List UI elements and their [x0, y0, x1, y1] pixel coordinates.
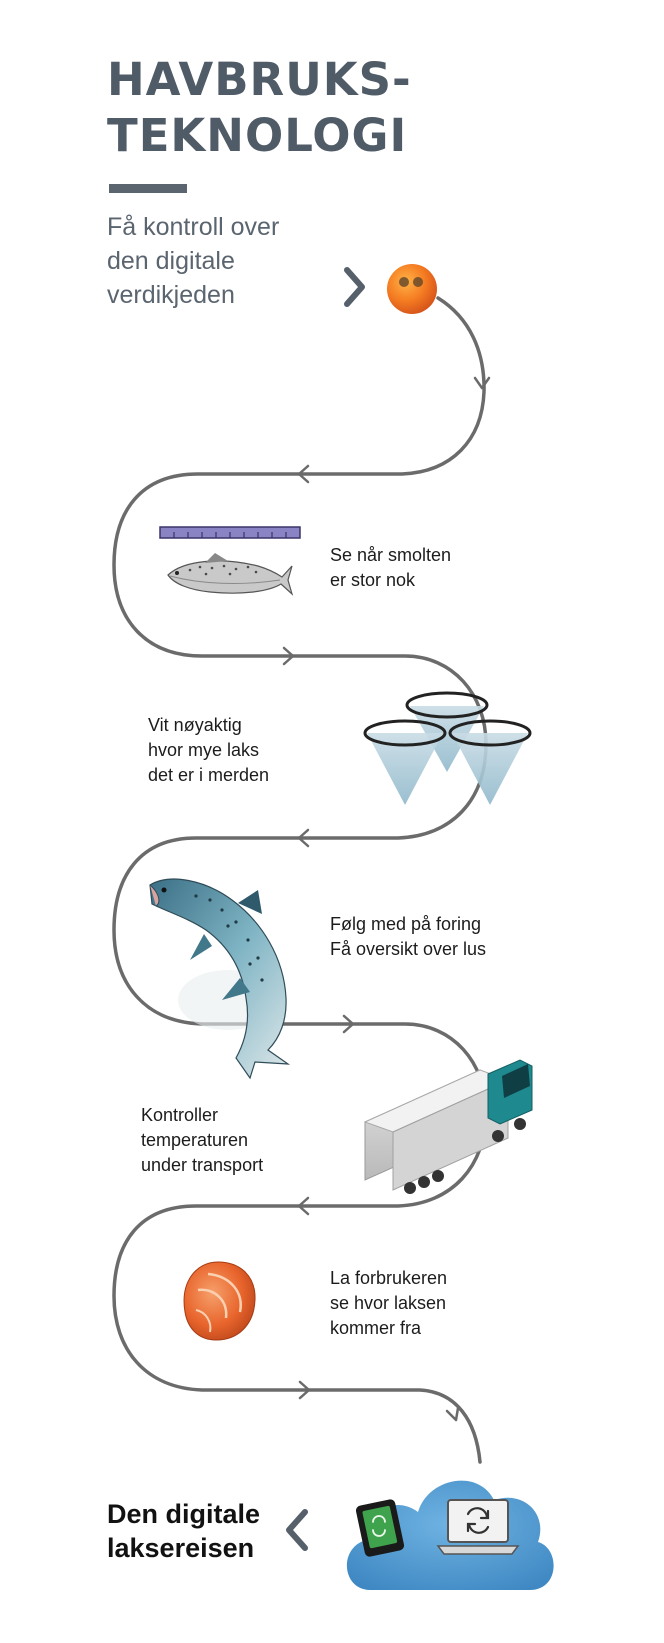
ending-line-1: Den digitale	[107, 1499, 261, 1529]
ending-line-2: laksereisen	[107, 1533, 255, 1563]
step-caption-consumer: La forbrukeren se hvor laksen kommer fra	[330, 1266, 447, 1341]
laptop-icon	[436, 1499, 520, 1555]
step-caption-smolt: Se når smolten er stor nok	[330, 543, 451, 593]
subtitle-line-1: Få kontroll over	[107, 213, 280, 241]
step-2-line-2: hvor mye laks	[148, 740, 260, 760]
step-3-line-2: Få oversikt over lus	[330, 939, 487, 959]
title-line-2: TEKNOLOGI	[107, 109, 408, 162]
jumping-salmon-icon	[149, 878, 291, 1080]
subtitle: Få kontroll over den digitale verdikjede…	[107, 210, 347, 312]
truck-icon	[363, 1059, 533, 1194]
path-arrows	[282, 376, 491, 1422]
fish-pen-icon	[363, 691, 532, 805]
step-5-line-1: La forbrukeren	[330, 1268, 448, 1288]
page-title: HAVBRUKS- TEKNOLOGI	[107, 52, 412, 164]
step-3-line-1: Følg med på foring	[330, 914, 482, 934]
ending-title: Den digitale laksereisen	[107, 1497, 307, 1565]
title-underline	[109, 184, 187, 193]
smolt-fish-icon	[167, 553, 294, 596]
step-caption-transport: Kontroller temperaturen under transport	[141, 1103, 263, 1178]
step-1-line-2: er stor nok	[330, 570, 416, 590]
tablet-icon	[355, 1499, 405, 1557]
title-line-1: HAVBRUKS-	[107, 53, 412, 106]
step-caption-pen: Vit nøyaktig hvor mye laks det er i merd…	[148, 713, 269, 788]
step-2-line-1: Vit nøyaktig	[148, 715, 242, 735]
step-caption-feeding: Følg med på foring Få oversikt over lus	[330, 912, 486, 962]
step-4-line-2: temperaturen	[141, 1130, 249, 1150]
journey-path	[112, 296, 488, 1464]
step-4-line-1: Kontroller	[141, 1105, 219, 1125]
step-4-line-3: under transport	[141, 1155, 264, 1175]
salmon-fillet-icon	[183, 1261, 256, 1341]
orange-ball-icon	[387, 264, 437, 314]
sync-icon	[466, 1507, 490, 1534]
step-1-line-1: Se når smolten	[330, 545, 452, 565]
subtitle-line-3: verdikjeden	[107, 281, 235, 309]
step-5-line-2: se hvor laksen	[330, 1293, 447, 1313]
subtitle-line-2: den digitale	[107, 247, 235, 275]
step-5-line-3: kommer fra	[330, 1318, 422, 1338]
ruler-icon	[159, 526, 301, 539]
step-2-line-3: det er i merden	[148, 765, 270, 785]
chevron-right-icon	[344, 267, 365, 307]
chevron-left-icon	[286, 1509, 308, 1551]
tablet-sync-icon	[372, 1515, 386, 1537]
